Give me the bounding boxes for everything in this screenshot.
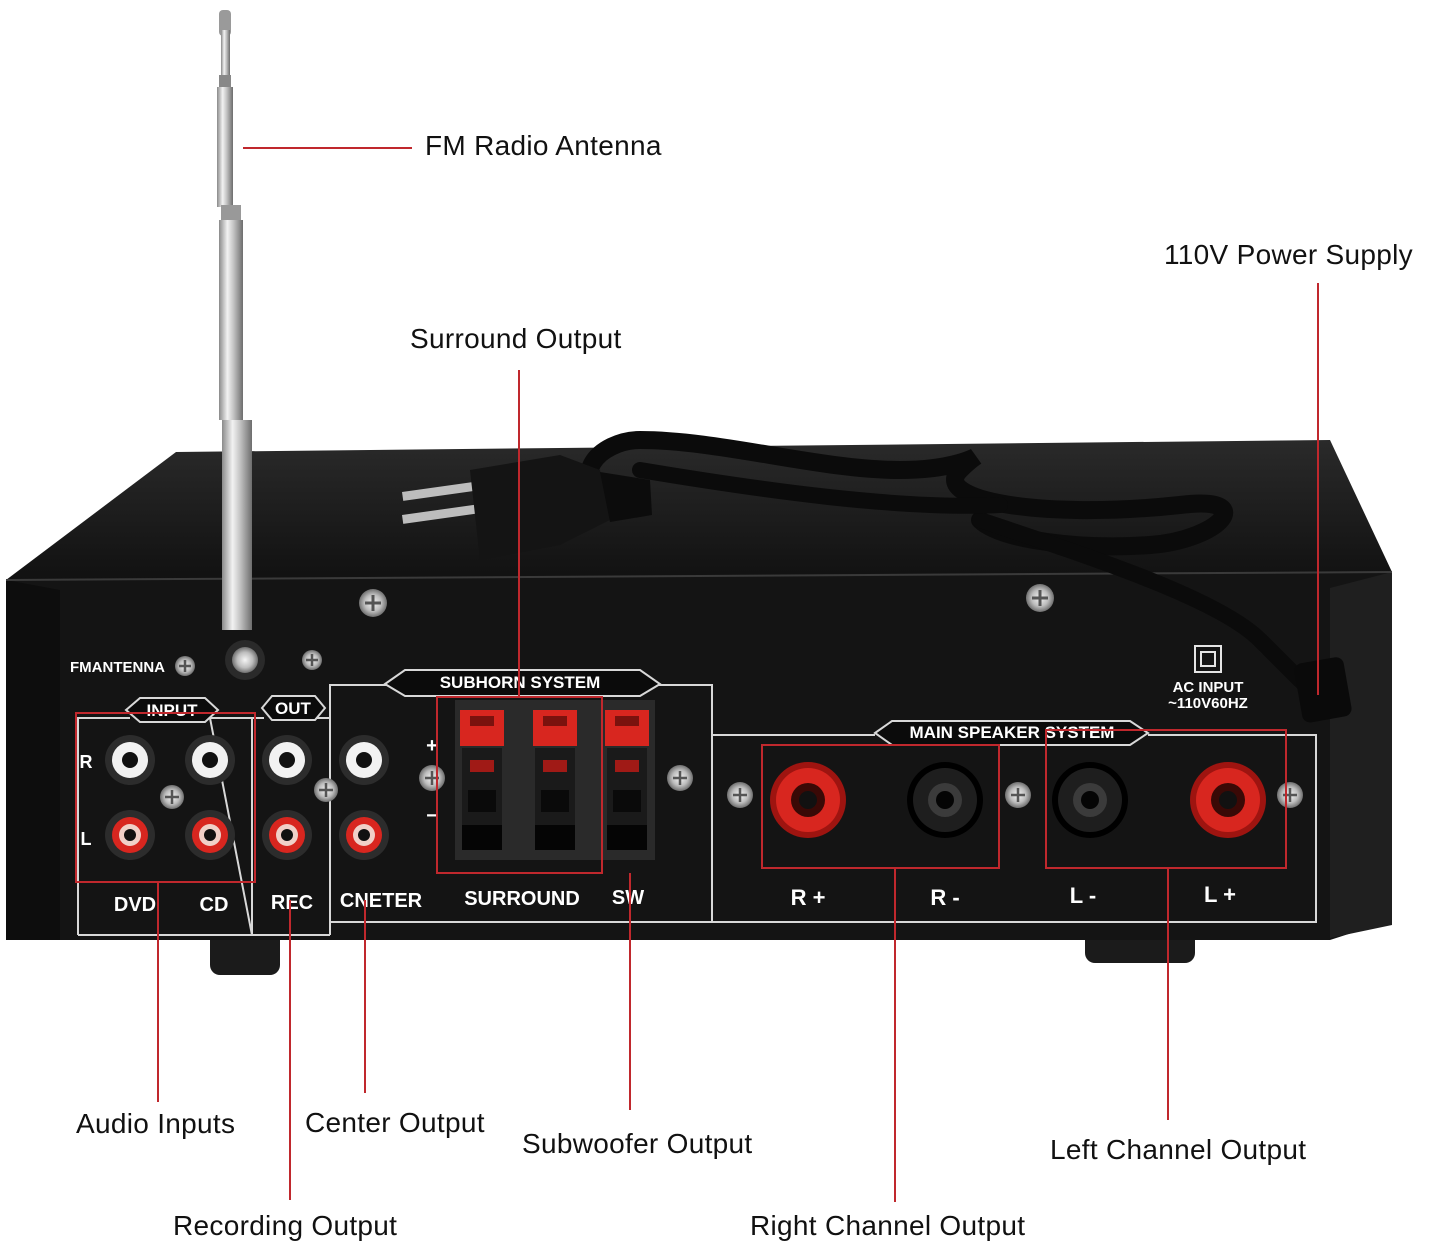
l-plus-text: L +: [1204, 882, 1236, 907]
fm-antenna-text: FMANTENNA: [70, 659, 165, 676]
rec-text: REC: [271, 892, 313, 914]
surround-text: SURROUND: [464, 888, 580, 910]
cord-grommet: [1294, 657, 1352, 723]
center-output-callout: Center Output: [305, 1107, 485, 1138]
left-channel-output-callout: Left Channel Output: [1050, 1134, 1307, 1165]
input-text: INPUT: [147, 701, 199, 720]
row-l-text: L: [81, 829, 92, 849]
l-minus-text: L -: [1070, 883, 1096, 908]
left-channel-box: [1045, 729, 1287, 869]
row-r-text: R: [80, 752, 93, 772]
subwoofer-output-callout: Subwoofer Output: [522, 1128, 753, 1159]
fm-antenna-callout: FM Radio Antenna: [425, 130, 662, 161]
right-channel-output-callout: Right Channel Output: [750, 1210, 1026, 1241]
power-plug: [402, 455, 652, 560]
r-minus-text: R -: [930, 885, 959, 910]
ac-rating-text: ~110V60HZ: [1168, 695, 1248, 712]
dvd-text: DVD: [114, 894, 156, 916]
power-supply-callout: 110V Power Supply: [1164, 239, 1413, 270]
recording-output-callout: Recording Output: [173, 1210, 398, 1241]
sw-text: SW: [612, 887, 644, 909]
leader-lines: [157, 147, 1319, 1202]
out-text: OUT: [275, 699, 312, 718]
minus-text: −: [426, 805, 438, 827]
surround-output-callout: Surround Output: [410, 323, 622, 354]
input-badge: [124, 697, 220, 723]
ac-input-text: AC INPUT: [1173, 679, 1244, 696]
subhorn-badge: [383, 669, 662, 697]
spring-terminals: [455, 700, 655, 860]
out-badge: [260, 695, 327, 721]
highlight-boxes: [75, 696, 1287, 883]
audio-inputs-box: [75, 712, 256, 883]
fm-antenna: [217, 10, 265, 680]
cd-text: CD: [200, 894, 229, 916]
plus-text: +: [426, 735, 438, 757]
right-channel-box: [761, 744, 1000, 869]
r-plus-text: R +: [791, 885, 826, 910]
phillips-screw-icon: [175, 584, 1054, 676]
audio-inputs-callout: Audio Inputs: [76, 1108, 236, 1139]
binding-post-icon: [770, 762, 1266, 838]
panel-outline: [77, 684, 1317, 936]
main-speaker-text: MAIN SPEAKER SYSTEM: [910, 723, 1115, 742]
center-text: CNETER: [340, 890, 423, 912]
rca-jack-icon: [105, 735, 389, 860]
double-square-icon: [1194, 645, 1222, 673]
